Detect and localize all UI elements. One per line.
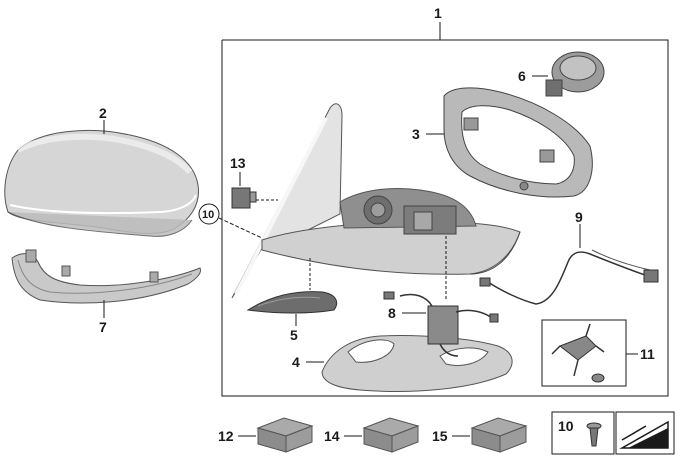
assembly-frame (221, 22, 669, 397)
screw-reference-callout (198, 203, 263, 239)
mirror-motor-icon (545, 51, 605, 97)
screw-box: 10 (551, 411, 615, 455)
callout-15: 15 (432, 428, 448, 444)
callout-12: 12 (218, 428, 234, 444)
cable-icon (479, 249, 659, 305)
callout-2: 2 (99, 105, 107, 121)
callout-3: 3 (412, 126, 420, 142)
callout-7: 7 (99, 319, 107, 335)
callout-11: 11 (640, 346, 655, 362)
kit-box-14-icon (362, 417, 420, 453)
callout-1: 1 (434, 5, 442, 21)
callout-8: 8 (388, 305, 396, 321)
mirror-frame-icon (443, 87, 593, 198)
kit-box-12-icon (256, 417, 314, 453)
callout-10-circled: 10 (202, 209, 214, 221)
callout-9: 9 (575, 209, 583, 225)
mounting-bracket-kit-icon (541, 319, 627, 387)
callout-5: 5 (290, 327, 298, 343)
kit-box-15-icon (470, 417, 528, 453)
screw-icon (586, 422, 602, 447)
wiring-harness-icon (383, 291, 499, 357)
exterior-mirror-assembly-icon (231, 103, 521, 299)
callout-10-screw: 10 (558, 418, 574, 434)
mirror-cap-icon (4, 129, 199, 237)
connector-icon (231, 187, 257, 209)
lower-trim-icon (321, 334, 513, 392)
callout-6: 6 (518, 68, 526, 84)
callout-14: 14 (324, 428, 340, 444)
triangle-wedge-symbol (615, 411, 675, 455)
callout-4: 4 (292, 354, 300, 370)
mirror-base-cover-icon (246, 291, 338, 314)
callout-13: 13 (230, 155, 246, 171)
turn-signal-light-icon (11, 249, 201, 304)
